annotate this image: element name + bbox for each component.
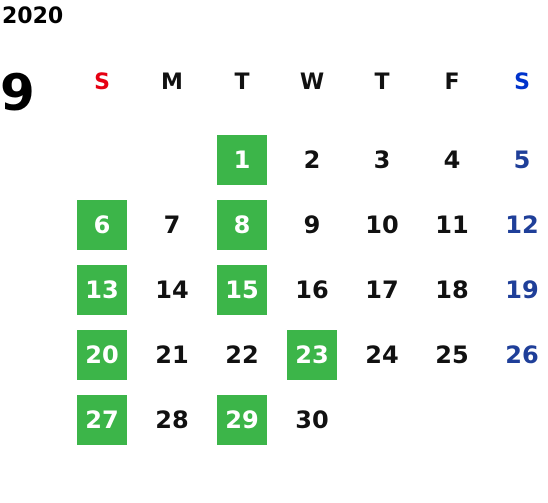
highlighted-day-number: 15: [217, 264, 267, 315]
empty-day-cell: [67, 127, 137, 192]
day-number: 9: [303, 210, 321, 239]
day-cell[interactable]: 15: [207, 257, 277, 322]
day-number: 4: [443, 145, 461, 174]
highlighted-day-number: 8: [217, 199, 267, 250]
day-cell[interactable]: 2: [277, 127, 347, 192]
weekday-header-fri: F: [444, 69, 460, 95]
month-number: 9: [0, 64, 35, 122]
empty-day-cell: [487, 387, 548, 452]
day-cell[interactable]: 1: [207, 127, 277, 192]
day-number: 17: [365, 275, 399, 304]
day-number: 28: [155, 405, 189, 434]
day-number: 3: [373, 145, 391, 174]
weekday-header-mon: M: [161, 69, 183, 95]
day-cell[interactable]: 10: [347, 192, 417, 257]
weekday-header-sat: S: [514, 69, 530, 95]
year-label: 2020: [2, 4, 64, 29]
empty-day-cell: [137, 127, 207, 192]
day-number: 10: [365, 210, 399, 239]
day-cell[interactable]: 12: [487, 192, 548, 257]
day-number: 30: [295, 405, 329, 434]
day-number: 26: [505, 340, 539, 369]
day-cell[interactable]: 5: [487, 127, 548, 192]
day-cell[interactable]: 27: [67, 387, 137, 452]
day-number: 5: [513, 145, 531, 174]
day-number: 14: [155, 275, 189, 304]
day-cell[interactable]: 24: [347, 322, 417, 387]
day-cell[interactable]: 23: [277, 322, 347, 387]
day-number: 11: [435, 210, 469, 239]
day-cell[interactable]: 26: [487, 322, 548, 387]
day-number: [497, 395, 547, 445]
day-number: [427, 395, 477, 445]
day-number: 21: [155, 340, 189, 369]
highlighted-day-number: 27: [77, 394, 127, 445]
highlighted-day-number: 20: [77, 329, 127, 380]
empty-day-cell: [347, 387, 417, 452]
day-number: 24: [365, 340, 399, 369]
day-cell[interactable]: 20: [67, 322, 137, 387]
day-cell[interactable]: 6: [67, 192, 137, 257]
weekday-header-sun: S: [94, 69, 110, 95]
weekday-header-thu: T: [374, 69, 390, 95]
highlighted-day-number: 23: [287, 329, 337, 380]
weekday-header-wed: W: [299, 69, 325, 95]
day-cell[interactable]: 8: [207, 192, 277, 257]
day-number: [147, 135, 197, 185]
day-cell[interactable]: 29: [207, 387, 277, 452]
day-number: 22: [225, 340, 259, 369]
day-cell[interactable]: 16: [277, 257, 347, 322]
day-number: [357, 395, 407, 445]
day-number: 7: [163, 210, 181, 239]
highlighted-day-number: 1: [217, 134, 267, 185]
day-cell[interactable]: 22: [207, 322, 277, 387]
day-cell[interactable]: 19: [487, 257, 548, 322]
highlighted-day-number: 29: [217, 394, 267, 445]
day-cell[interactable]: 25: [417, 322, 487, 387]
day-number: 2: [303, 145, 321, 174]
day-number: 16: [295, 275, 329, 304]
day-cell[interactable]: 4: [417, 127, 487, 192]
day-number: [77, 135, 127, 185]
weekday-header-tue: T: [234, 69, 250, 95]
day-cell[interactable]: 9: [277, 192, 347, 257]
empty-day-cell: [417, 387, 487, 452]
day-cell[interactable]: 21: [137, 322, 207, 387]
day-cell[interactable]: 28: [137, 387, 207, 452]
day-cell[interactable]: 17: [347, 257, 417, 322]
highlighted-day-number: 13: [77, 264, 127, 315]
day-cell[interactable]: 18: [417, 257, 487, 322]
day-cell[interactable]: 3: [347, 127, 417, 192]
highlighted-day-number: 6: [77, 199, 127, 250]
day-cell[interactable]: 7: [137, 192, 207, 257]
day-number: 19: [505, 275, 539, 304]
day-number: 25: [435, 340, 469, 369]
day-number: 12: [505, 210, 539, 239]
day-cell[interactable]: 14: [137, 257, 207, 322]
day-cell[interactable]: 11: [417, 192, 487, 257]
day-number: 18: [435, 275, 469, 304]
day-cell[interactable]: 30: [277, 387, 347, 452]
day-cell[interactable]: 13: [67, 257, 137, 322]
